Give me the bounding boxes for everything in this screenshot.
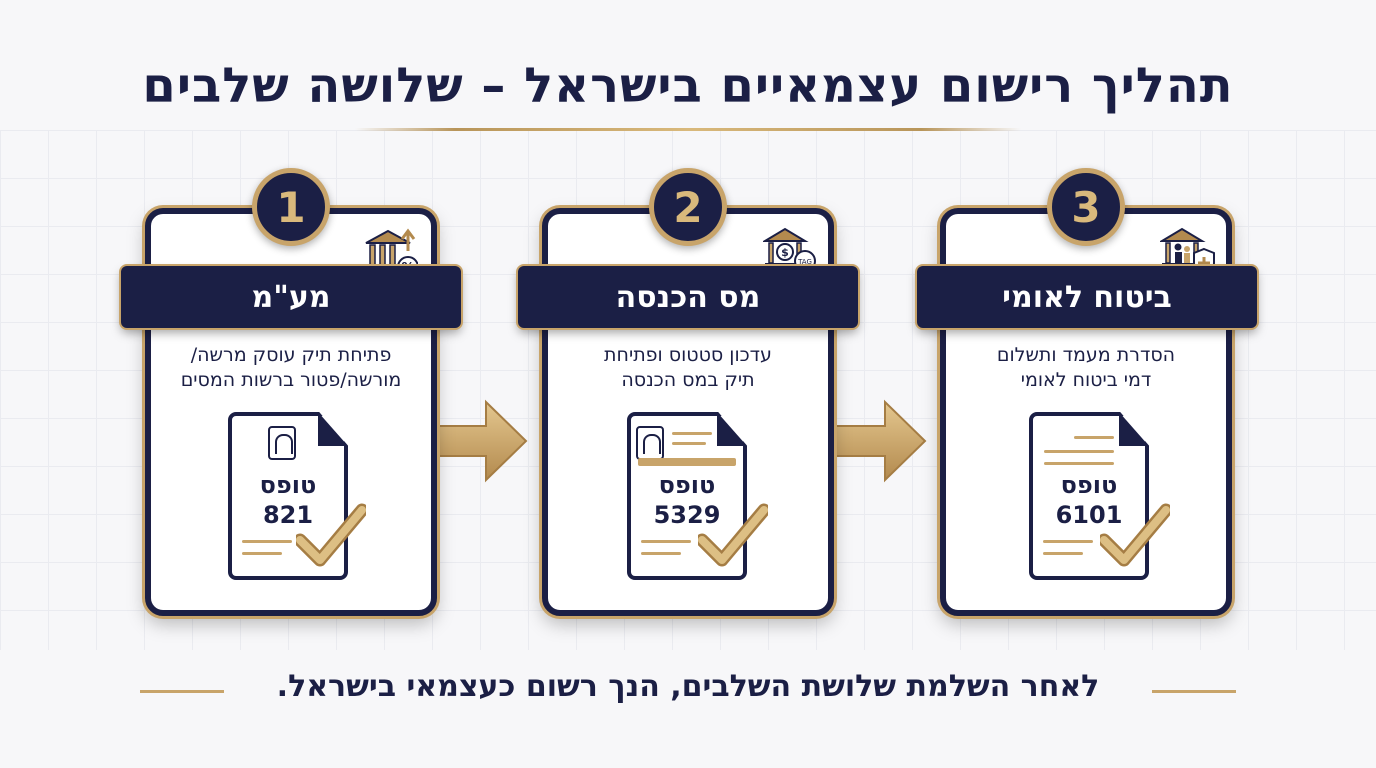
step-description-line: דמי ביטוח לאומי xyxy=(1020,369,1152,391)
document-line xyxy=(242,552,282,555)
svg-text:$: $ xyxy=(781,246,789,259)
document-line xyxy=(1043,552,1083,555)
step-title-banner: מע"מ xyxy=(121,266,461,328)
document-line xyxy=(242,540,292,543)
state-emblem-icon xyxy=(268,426,296,460)
form-label: טופס xyxy=(658,471,716,499)
form-label: טופס xyxy=(259,471,317,499)
arrow-right-icon xyxy=(430,399,528,483)
step-description-line: עדכון סטטוס ופתיחת xyxy=(604,344,772,366)
check-icon xyxy=(1100,503,1170,567)
step-description: פתיחת תיק עוסק מרשה/ מורשה/פטור ברשות המ… xyxy=(151,343,431,393)
document-line xyxy=(641,552,681,555)
footer-divider-left xyxy=(140,690,224,693)
step-description-line: פתיחת תיק עוסק מרשה/ xyxy=(190,344,392,366)
document-line xyxy=(1044,462,1114,465)
check-icon xyxy=(296,503,366,567)
document-header-bar xyxy=(638,458,736,466)
step-number-badge: 2 xyxy=(649,168,727,246)
step-title-banner: מס הכנסה xyxy=(518,266,858,328)
step-title: מס הכנסה xyxy=(615,279,761,315)
footer-divider-right xyxy=(1152,690,1236,693)
page-title: תהליך רישום עצמאיים בישראל – שלושה שלבים xyxy=(142,58,1234,114)
step-title-banner: ביטוח לאומי xyxy=(917,266,1257,328)
state-emblem-icon xyxy=(636,426,664,460)
step-description: הסדרת מעמד ותשלום דמי ביטוח לאומי xyxy=(946,343,1226,393)
document-line xyxy=(672,432,712,435)
step-title: מע"מ xyxy=(251,279,331,315)
form-number: 6101 xyxy=(1055,501,1123,529)
document-line xyxy=(641,540,691,543)
arrow-right-icon xyxy=(829,399,927,483)
document-line xyxy=(672,442,706,445)
step-description-line: הסדרת מעמד ותשלום xyxy=(996,344,1176,366)
step-number-badge: 1 xyxy=(252,168,330,246)
check-icon xyxy=(698,503,768,567)
form-label: טופס xyxy=(1060,471,1118,499)
footer-note: לאחר השלמת שלושת השלבים, הנך רשום כעצמאי… xyxy=(276,669,1100,704)
document-line xyxy=(1043,540,1093,543)
document-line xyxy=(1074,436,1114,439)
document-line xyxy=(1044,450,1114,453)
step-description-line: מורשה/פטור ברשות המסים xyxy=(180,369,402,391)
form-number: 821 xyxy=(262,501,314,529)
step-description: עדכון סטטוס ופתיחת תיק במס הכנסה xyxy=(548,343,828,393)
form-number: 5329 xyxy=(653,501,721,529)
title-divider xyxy=(355,128,1021,131)
tag-label: TAG xyxy=(797,258,812,266)
step-number-badge: 3 xyxy=(1047,168,1125,246)
step-description-line: תיק במס הכנסה xyxy=(621,369,755,391)
step-title: ביטוח לאומי xyxy=(1002,279,1172,315)
